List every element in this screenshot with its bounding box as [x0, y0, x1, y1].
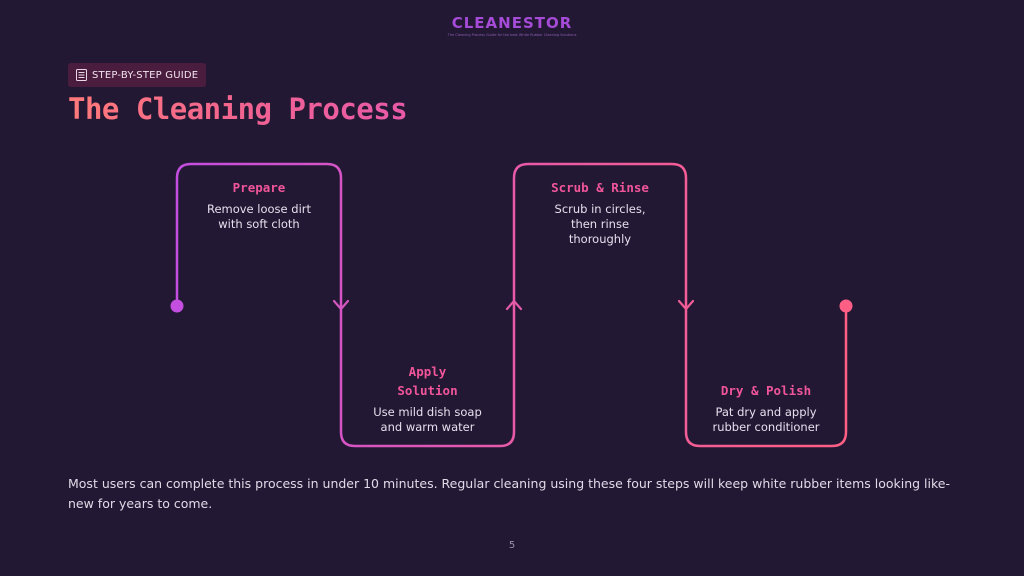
step-desc-line: then rinse — [570, 217, 630, 231]
step-title: Dry & Polish — [720, 383, 812, 398]
page-number: 5 — [508, 540, 516, 551]
summary-text: Most users can complete this process in … — [68, 476, 950, 511]
step-prepare: Prepare Remove loose dirt with soft clot… — [177, 178, 341, 232]
step-title: Scrub & Rinse — [551, 180, 649, 195]
step-title-line: Apply — [408, 364, 447, 379]
arrow-down-icon — [332, 299, 350, 311]
step-desc-line: and warm water — [380, 420, 475, 434]
step-apply-solution: Apply Solution Use mild dish soap and wa… — [341, 362, 514, 435]
step-description: Use mild dish soap and warm water — [341, 405, 514, 435]
step-description: Scrub in circles, then rinse thoroughly — [514, 202, 686, 247]
step-description: Pat dry and apply rubber conditioner — [686, 405, 846, 435]
step-desc-line: Use mild dish soap — [373, 405, 482, 419]
arrow-down-icon — [677, 299, 695, 311]
document-list-icon — [76, 69, 87, 81]
step-scrub-rinse: Scrub & Rinse Scrub in circles, then rin… — [514, 178, 686, 247]
brand-logo: CLEANESTOR The Cleaning Process Guide fo… — [0, 14, 1024, 37]
step-desc-line: rubber conditioner — [712, 420, 820, 434]
step-desc-line: with soft cloth — [218, 217, 300, 231]
step-title-line: Solution — [397, 383, 458, 398]
flow-end-dot — [839, 299, 853, 313]
step-title: Apply Solution — [341, 362, 514, 400]
badge-label: STEP-BY-STEP GUIDE — [92, 69, 199, 81]
flow-start-dot — [170, 299, 184, 313]
page-title: The Cleaning Process — [68, 92, 408, 126]
step-desc-line: Pat dry and apply — [715, 405, 817, 419]
step-title: Prepare — [232, 180, 286, 195]
step-desc-line: thoroughly — [568, 232, 632, 246]
flow-line — [175, 162, 848, 448]
step-dry-polish: Dry & Polish Pat dry and apply rubber co… — [686, 381, 846, 435]
brand-name: CLEANESTOR — [451, 14, 573, 32]
step-desc-line: Scrub in circles, — [554, 202, 646, 216]
step-description: Remove loose dirt with soft cloth — [177, 202, 341, 232]
section-badge: STEP-BY-STEP GUIDE — [68, 63, 207, 87]
arrow-up-icon — [505, 299, 523, 311]
step-desc-line: Remove loose dirt — [206, 202, 312, 216]
brand-tagline: The Cleaning Process Guide for the best … — [447, 33, 577, 37]
